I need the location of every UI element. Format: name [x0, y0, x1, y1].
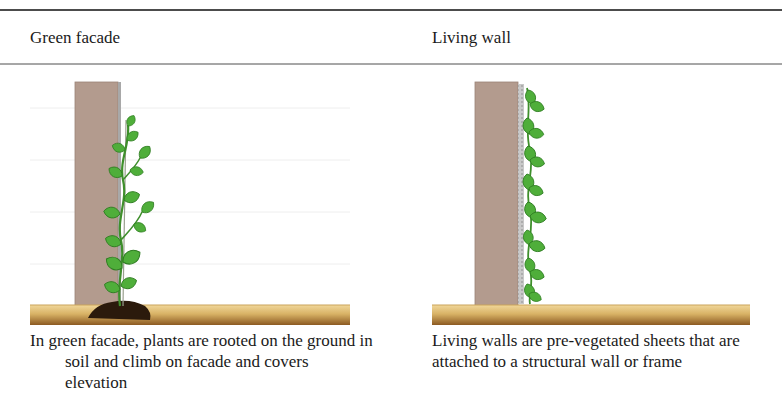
panel-caption: In green facade, plants are rooted on th… — [30, 330, 375, 393]
table-rule — [0, 64, 782, 65]
column-header: Living wall — [432, 27, 762, 48]
table-rule — [0, 9, 782, 11]
green-facade-figure — [30, 82, 350, 325]
living-wall-figure — [432, 82, 750, 325]
column-header: Green facade — [30, 27, 360, 48]
panel-caption: Living walls are pre-vegetated sheets th… — [432, 330, 777, 372]
